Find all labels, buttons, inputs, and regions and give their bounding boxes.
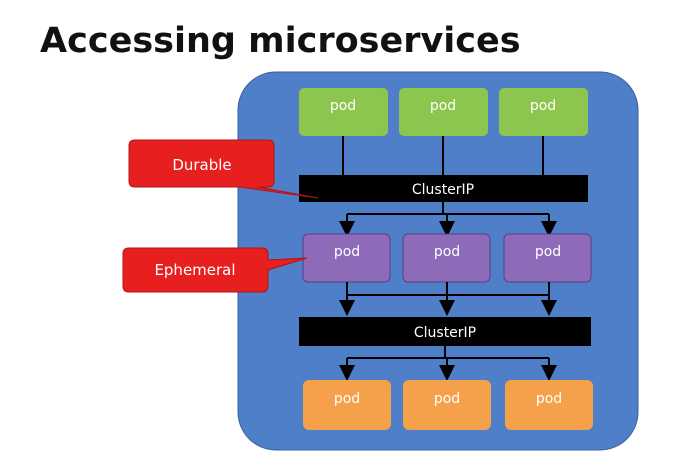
orange-pod-2 [403, 380, 491, 430]
purple-pod-2-label: pod [434, 244, 460, 260]
orange-pod-2-label: pod [434, 391, 460, 407]
clusterip-top-label: ClusterIP [412, 182, 474, 198]
orange-pod-3-label: pod [536, 391, 562, 407]
purple-pod-row: pod pod pod [302, 233, 592, 283]
fanin-middle [339, 282, 557, 316]
durable-callout: Durable [128, 139, 319, 199]
slide-title: Accessing microservices [40, 21, 521, 61]
fanout-bottom [339, 346, 557, 381]
ephemeral-callout: Ephemeral [122, 247, 308, 293]
ephemeral-label: Ephemeral [154, 261, 235, 279]
durable-label: Durable [172, 156, 231, 174]
clusterip-bar-bottom [299, 317, 591, 346]
orange-pod-3 [505, 380, 593, 430]
purple-pod-3-label: pod [535, 244, 561, 260]
green-pod-row: pod pod pod [299, 88, 588, 136]
fanout-top [339, 202, 557, 237]
orange-pod-1 [303, 380, 391, 430]
green-pod-2 [399, 88, 488, 136]
clusterip-bar-top [299, 175, 588, 202]
purple-pod-3 [503, 233, 592, 283]
orange-pod-row: pod pod pod [303, 380, 593, 430]
green-pod-1-label: pod [330, 98, 356, 114]
orange-pod-1-label: pod [334, 391, 360, 407]
clusterip-bottom-label: ClusterIP [414, 325, 476, 341]
green-pod-3 [499, 88, 588, 136]
green-pod-1 [299, 88, 388, 136]
green-pod-2-label: pod [430, 98, 456, 114]
purple-pod-1-label: pod [334, 244, 360, 260]
green-pod-3-label: pod [530, 98, 556, 114]
